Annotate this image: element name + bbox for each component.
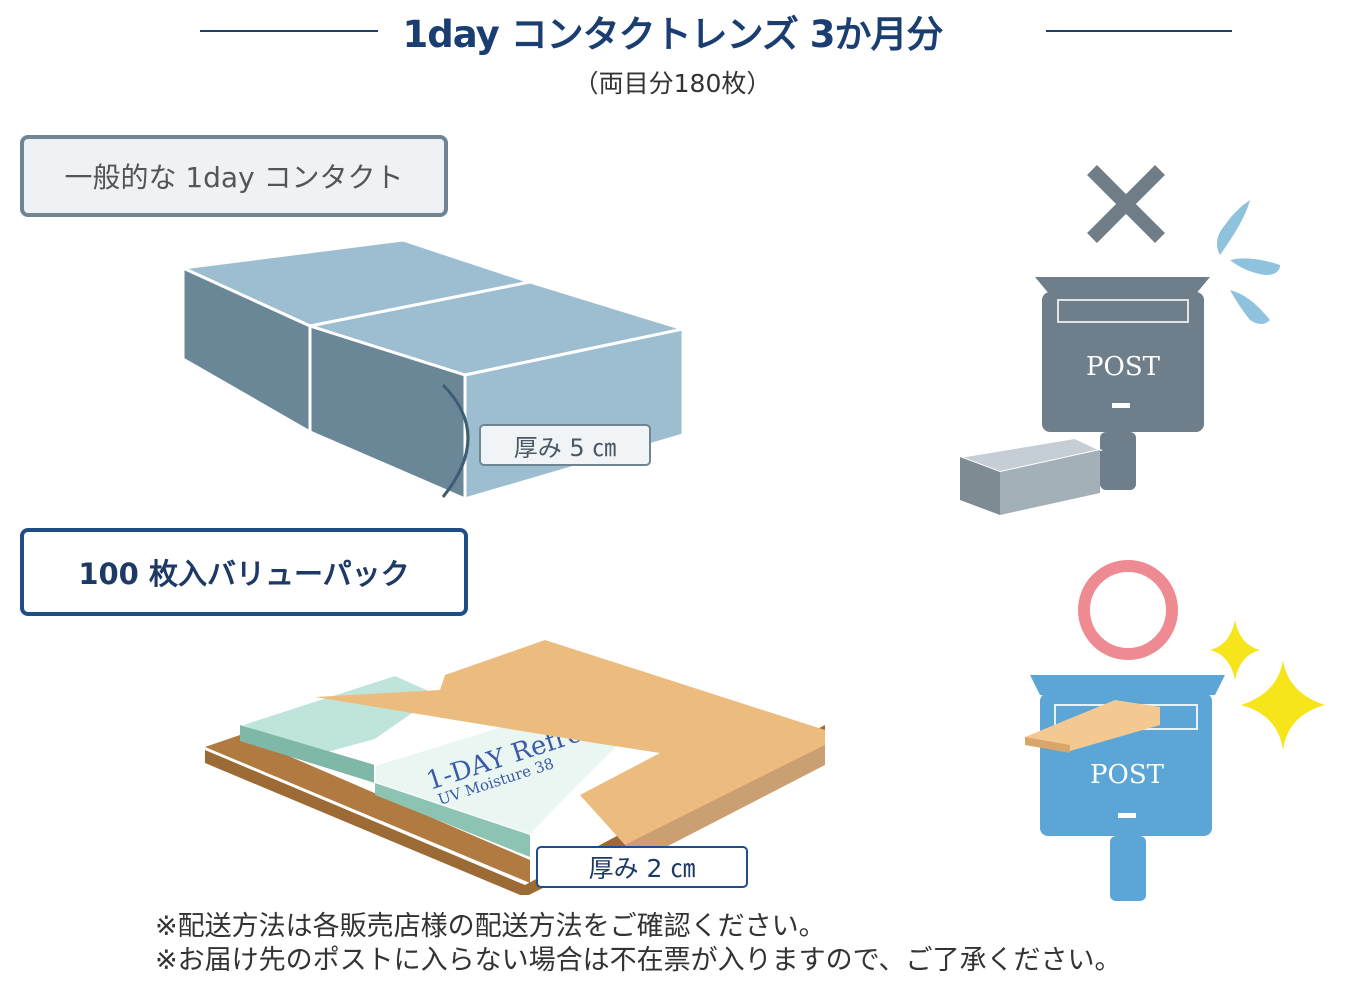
title-row: 1day コンタクトレンズ 3か月分: [0, 0, 1345, 60]
post-label-blue: POST: [1090, 760, 1165, 790]
sparkle-icon: [1210, 620, 1260, 680]
page-subtitle: （両目分180枚）: [573, 69, 772, 98]
notes: ※配送方法は各販売店様の配送方法をご確認ください。 ※お届け先のポストに入らない…: [155, 910, 1335, 978]
mailbox-fits-illustration: POST: [1025, 560, 1325, 901]
thickness-tag-2cm: 厚み 2 ㎝: [536, 846, 748, 888]
sweat-drop-icon: [1216, 200, 1250, 255]
general-contact-label: 一般的な 1day コンタクト: [20, 135, 448, 217]
note-line-2: ※お届け先のポストに入らない場合は不在票が入りますので、ご了承ください。: [155, 945, 1122, 976]
value-pack-illustration: 1-DAY Refrear UV Moisture 38: [205, 640, 825, 895]
mailbox-not-fit-illustration: POST: [956, 165, 1280, 515]
post-label-grey: POST: [1086, 352, 1161, 382]
title-rule-left: [200, 30, 378, 32]
circle-mark-icon: [1078, 560, 1178, 660]
title-rule-right: [1046, 30, 1232, 32]
note-line-1: ※配送方法は各販売店様の配送方法をご確認ください。: [155, 911, 826, 942]
page-title: 1day コンタクトレンズ 3か月分: [402, 13, 944, 56]
value-pack-label: 100 枚入バリューパック: [20, 528, 468, 616]
general-box-illustration: [177, 238, 689, 502]
thickness-tag-5cm: 厚み 5 ㎝: [479, 424, 651, 466]
